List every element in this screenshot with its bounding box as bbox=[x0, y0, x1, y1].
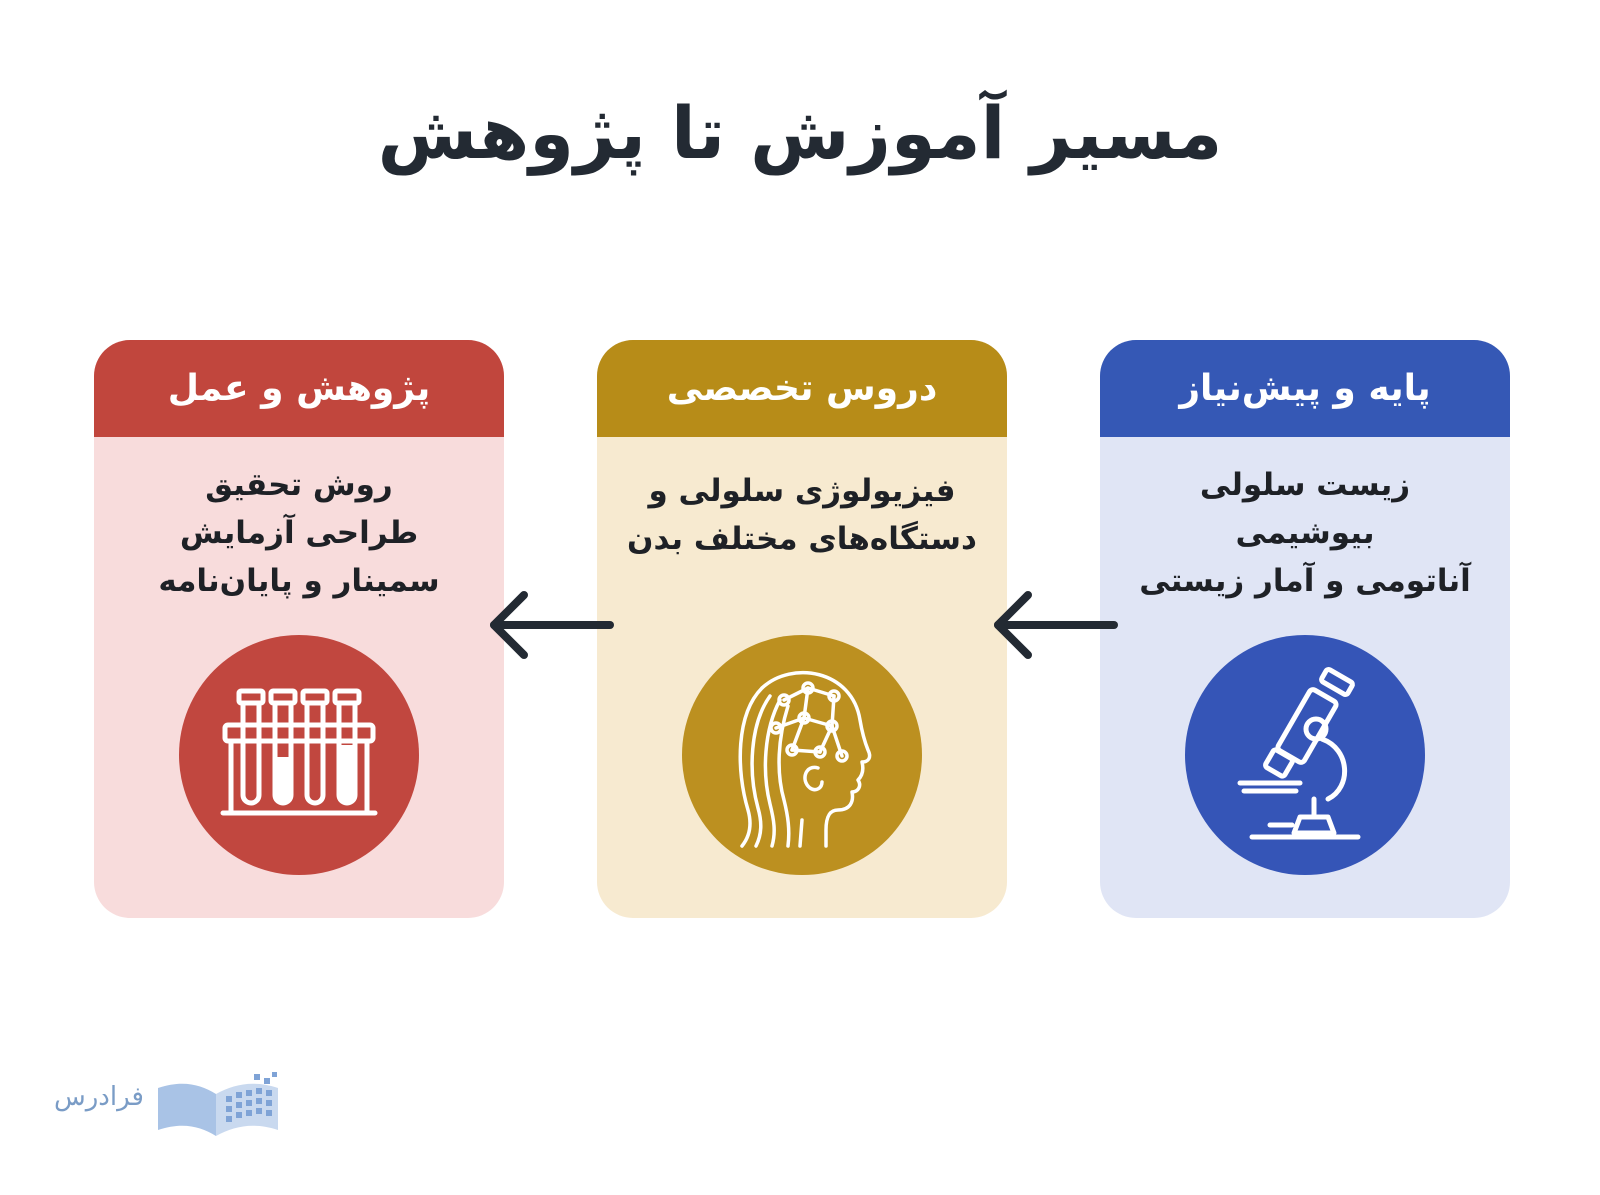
topic-item: سمینار و پایان‌نامه bbox=[158, 563, 440, 599]
card-basics: پایه و پیش‌نیاز زیست سلولی بیوشیمی آناتو… bbox=[1100, 340, 1510, 918]
topic-item: دستگاه‌های مختلف بدن bbox=[627, 521, 977, 557]
card-research: پژوهش و عمل روش تحقیق طراحی آزمایش سمینا… bbox=[94, 340, 504, 918]
arrow-left-icon bbox=[994, 591, 1118, 659]
brand-logo: فرادرس bbox=[54, 1070, 294, 1140]
topic-item: روش تحقیق bbox=[205, 467, 393, 503]
topic-list: روش تحقیق طراحی آزمایش سمینار و پایان‌نا… bbox=[94, 461, 504, 605]
page-title: مسیر آموزش تا پژوهش bbox=[377, 91, 1223, 175]
topic-item: طراحی آزمایش bbox=[179, 515, 419, 551]
logo-text: فرادرس bbox=[54, 1082, 144, 1112]
card-header: پایه و پیش‌نیاز bbox=[1100, 340, 1510, 437]
card-body: زیست سلولی بیوشیمی آناتومی و آمار زیستی bbox=[1100, 437, 1510, 918]
topic-item: زیست سلولی bbox=[1199, 467, 1411, 503]
test-tubes-icon bbox=[220, 688, 378, 816]
icon-circle bbox=[1185, 635, 1425, 875]
icon-circle bbox=[682, 635, 922, 875]
card-header: پژوهش و عمل bbox=[94, 340, 504, 437]
topic-list: فیزیولوژی سلولی و دستگاه‌های مختلف بدن bbox=[597, 467, 1007, 563]
topic-list: زیست سلولی بیوشیمی آناتومی و آمار زیستی bbox=[1100, 461, 1510, 605]
open-book-icon bbox=[158, 1072, 278, 1136]
microscope-icon bbox=[1237, 667, 1361, 840]
topic-item: بیوشیمی bbox=[1235, 515, 1375, 551]
card-body: روش تحقیق طراحی آزمایش سمینار و پایان‌نا… bbox=[94, 437, 504, 918]
brain-head-icon bbox=[738, 670, 872, 848]
icon-circle bbox=[179, 635, 419, 875]
card-header: دروس تخصصی bbox=[597, 340, 1007, 437]
card-body: فیزیولوژی سلولی و دستگاه‌های مختلف بدن bbox=[597, 437, 1007, 918]
topic-item: فیزیولوژی سلولی و bbox=[648, 473, 956, 509]
card-specialized: دروس تخصصی فیزیولوژی سلولی و دستگاه‌های … bbox=[597, 340, 1007, 918]
arrow-left-icon bbox=[490, 591, 614, 659]
topic-item: آناتومی و آمار زیستی bbox=[1139, 563, 1471, 599]
